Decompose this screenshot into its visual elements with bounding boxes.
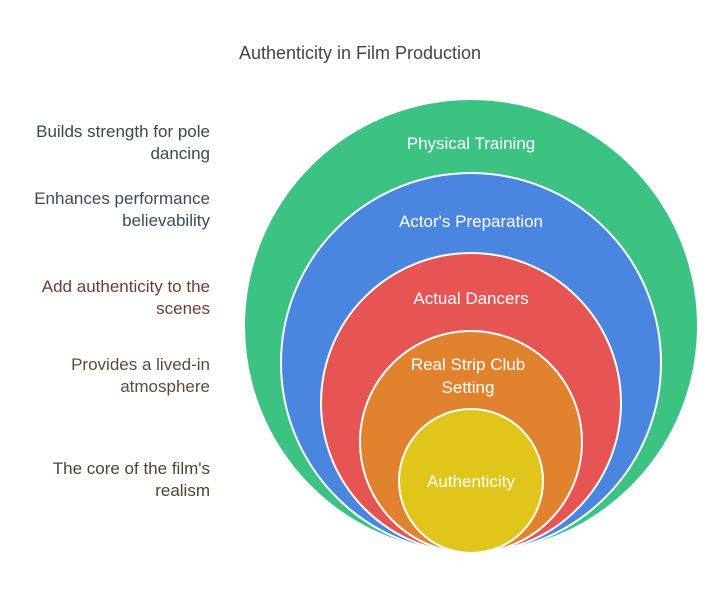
description-text: Add authenticity to the scenes xyxy=(41,277,210,318)
description-text: Enhances performance believability xyxy=(34,189,210,230)
circle-authenticity xyxy=(398,408,544,554)
diagram-title: Authenticity in Film Production xyxy=(238,43,482,63)
description-physical-training: Builds strength for pole dancing xyxy=(10,121,210,165)
label-actors-preparation: Actor's Preparation xyxy=(399,212,543,231)
description-actual-dancers: Add authenticity to the scenes xyxy=(10,276,210,320)
description-text: Provides a lived-in atmosphere xyxy=(71,355,210,396)
label-real-strip-club-line-1: Real Strip Club xyxy=(411,355,525,374)
label-authenticity: Authenticity xyxy=(427,472,515,491)
label-physical-training: Physical Training xyxy=(407,134,536,153)
description-authenticity: The core of the film's realism xyxy=(10,458,210,502)
description-text: Builds strength for pole dancing xyxy=(36,122,210,163)
description-text: The core of the film's realism xyxy=(52,459,210,500)
label-actual-dancers: Actual Dancers xyxy=(413,289,528,308)
description-actors-preparation: Enhances performance believability xyxy=(10,188,210,232)
description-real-strip-club-setting: Provides a lived-in atmosphere xyxy=(10,354,210,398)
label-real-strip-club-line-2: Setting xyxy=(442,378,495,397)
